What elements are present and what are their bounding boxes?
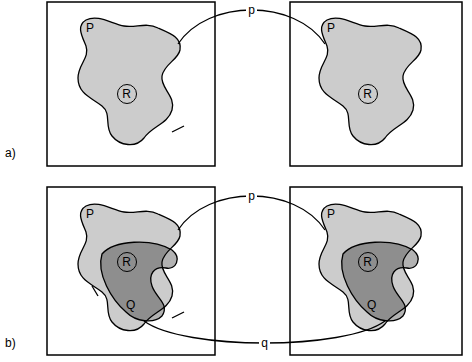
space-square: [47, 2, 215, 166]
tick-mark: [172, 312, 184, 318]
region-outline: [341, 240, 421, 325]
region-label: P: [327, 21, 335, 35]
arc-label: p: [246, 3, 257, 17]
region-path: [342, 242, 418, 321]
tick-mark: [172, 126, 184, 132]
point-label: R: [122, 87, 131, 101]
space-square: [47, 187, 215, 355]
arc-label: p: [246, 189, 257, 203]
point-circle: R: [358, 84, 378, 104]
region-label: Q: [126, 298, 135, 312]
region-label: P: [327, 207, 335, 221]
region-label: P: [86, 21, 94, 35]
region-blob: PR: [72, 14, 182, 149]
overlap-region: Q: [100, 240, 180, 325]
region-path: [78, 18, 180, 144]
region-label: Q: [367, 298, 376, 312]
arc-label: q: [259, 336, 270, 350]
point-label: R: [122, 255, 131, 269]
overlap-region: Q: [341, 240, 421, 325]
space-square: [290, 2, 462, 166]
point-label: R: [363, 255, 372, 269]
panel-label: a): [5, 146, 16, 160]
point-circle: R: [117, 84, 137, 104]
region-path: [319, 18, 421, 144]
region-blob: PR: [313, 14, 423, 149]
region-path: [319, 204, 421, 330]
space-square: [290, 187, 462, 355]
region-path: [101, 242, 177, 321]
point-label: R: [363, 87, 372, 101]
panel-label: b): [5, 336, 16, 350]
region-path: [78, 204, 180, 330]
region-outline: [100, 240, 180, 325]
region-label: P: [86, 207, 94, 221]
